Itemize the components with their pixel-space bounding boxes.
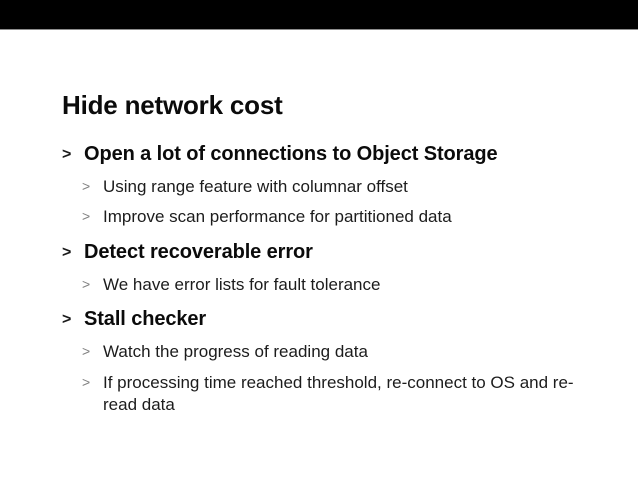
bullet-level1: > Detect recoverable error: [62, 241, 602, 265]
sub-bullet-marker-icon: >: [82, 208, 91, 225]
sub-bullet-marker-icon: >: [82, 373, 91, 390]
bullet-level2-label: We have error lists for fault tolerance: [103, 274, 381, 294]
bullet-level2: > Using range feature with columnar offs…: [82, 176, 602, 198]
bullet-level2: > We have error lists for fault toleranc…: [82, 274, 602, 296]
bullet-level2: > Watch the progress of reading data: [82, 341, 602, 363]
bullet-level2: > Improve scan performance for partition…: [82, 206, 602, 228]
sub-bullet-marker-icon: >: [82, 275, 91, 292]
bullet-level2-label: Improve scan performance for partitioned…: [103, 207, 452, 227]
bullet-marker-icon: >: [62, 311, 72, 329]
bullet-marker-icon: >: [62, 244, 72, 262]
bullet-level2-label: If processing time reached threshold, re…: [103, 372, 574, 414]
bullet-level1-label: Detect recoverable error: [84, 241, 313, 264]
bullet-marker-icon: >: [62, 146, 72, 163]
bullet-level1: > Open a lot of connections to Object St…: [62, 143, 602, 167]
top-bar-divider: [0, 29, 638, 30]
top-black-bar: [0, 0, 638, 29]
sub-bullet-marker-icon: >: [82, 343, 91, 360]
bullet-list: > Open a lot of connections to Object St…: [62, 143, 602, 415]
page-title: Hide network cost: [62, 90, 283, 121]
bullet-level1: > Stall checker: [62, 308, 602, 332]
bullet-level2-label: Using range feature with columnar offset: [103, 176, 408, 196]
bullet-level2-label: Watch the progress of reading data: [103, 342, 368, 362]
bullet-level2: > If processing time reached threshold, …: [82, 372, 602, 416]
bullet-level1-label: Stall checker: [84, 308, 207, 331]
bullet-level1-label: Open a lot of connections to Object Stor…: [84, 143, 498, 165]
sub-bullet-marker-icon: >: [82, 177, 91, 194]
